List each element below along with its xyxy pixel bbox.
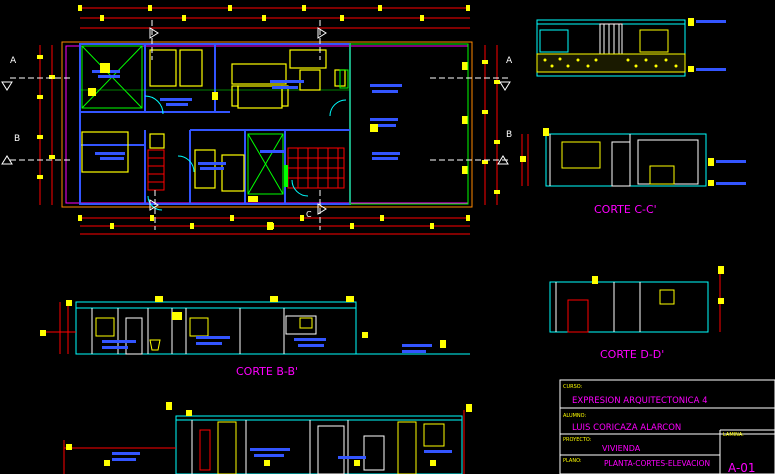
floor-plan	[1, 5, 511, 235]
section-cc	[520, 128, 746, 187]
title-curso-label: CURSO:	[563, 384, 583, 390]
corte-cc-title: CORTE C-C'	[594, 203, 657, 216]
title-alumno-value: LUIS CORICAZA ALARCON	[572, 423, 681, 433]
section-mark-a-right: A	[506, 56, 513, 66]
corte-dd-title: CORTE D-D'	[600, 348, 664, 361]
title-lamina-value: A-01	[728, 461, 756, 474]
title-proyecto-label: PROYECTO:	[563, 437, 592, 443]
title-proyecto-value: VIVIENDA	[602, 444, 641, 453]
title-plano-label: PLANO:	[563, 458, 582, 464]
title-block	[559, 379, 775, 474]
section-bb	[40, 296, 470, 355]
section-dd	[549, 266, 724, 333]
section-mark-b-left: B	[14, 134, 20, 144]
title-alumno-label: ALUMNO:	[563, 413, 587, 419]
section-elevation-bottom	[63, 402, 472, 474]
section-a-elevation	[536, 18, 726, 77]
title-plano-value: PLANTA-CORTES-ELEVACION	[604, 459, 710, 468]
title-lamina-label: LAMINA:	[723, 432, 744, 438]
section-mark-a-left: A	[10, 56, 17, 66]
corte-bb-title: CORTE B-B'	[236, 365, 298, 378]
section-mark-c: C	[306, 210, 312, 219]
title-curso-value: EXPRESION ARQUITECTONICA 4	[572, 396, 708, 406]
section-mark-b-right: B	[506, 130, 512, 140]
